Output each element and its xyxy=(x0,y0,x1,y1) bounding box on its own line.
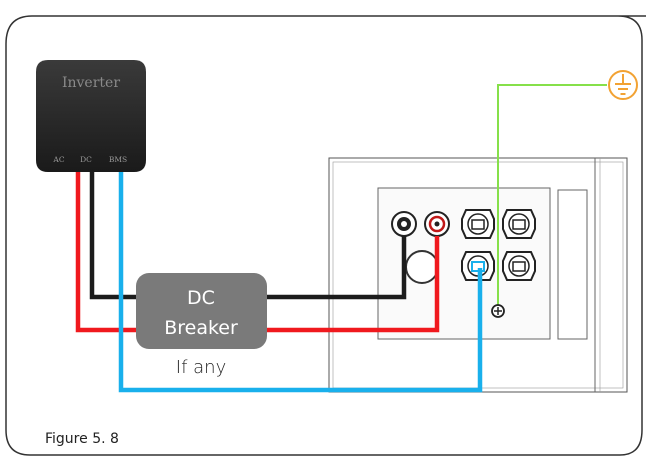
power-terminal-icon xyxy=(391,211,417,237)
dc-breaker: DC Breaker xyxy=(136,273,267,349)
inverter-port-ac: AC xyxy=(52,155,64,164)
inverter-body xyxy=(36,60,146,172)
dc-breaker-label-line1: DC xyxy=(187,287,215,309)
ground-wire xyxy=(497,84,607,309)
inverter-port-bms: BMS xyxy=(109,155,127,164)
inverter-port-dc: DC xyxy=(80,155,92,164)
inverter-label: Inverter xyxy=(62,75,120,91)
bms-communication-wire xyxy=(118,172,483,393)
dc-breaker-note: If any xyxy=(176,357,226,378)
figure-frame xyxy=(5,15,646,456)
power-button-icon xyxy=(405,250,439,284)
figure-caption: Figure 5. 8 xyxy=(45,431,119,447)
rj45-port-icon xyxy=(502,209,536,239)
dc-breaker-box xyxy=(136,273,267,349)
battery-handle xyxy=(557,189,588,340)
ground-screw-icon xyxy=(491,304,505,318)
rj45-port-icon xyxy=(502,251,536,281)
power-terminal-icon xyxy=(424,211,450,237)
dc-breaker-label-line2: Breaker xyxy=(164,317,238,339)
inverter-unit: Inverter AC DC BMS xyxy=(36,60,146,172)
rj45-port-icon xyxy=(461,209,495,239)
rj45-port-icon xyxy=(461,251,495,281)
ground-symbol-icon xyxy=(608,70,638,100)
